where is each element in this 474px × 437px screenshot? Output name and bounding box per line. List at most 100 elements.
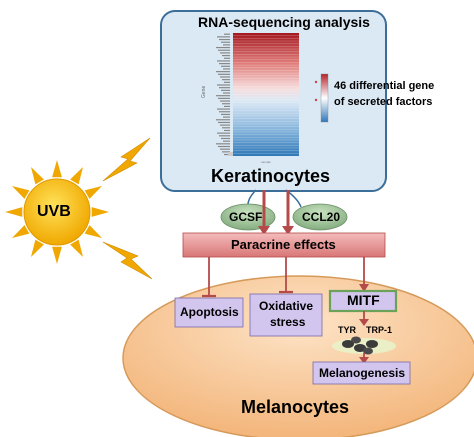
sun-ray [31,239,44,257]
arrowhead [282,226,294,235]
paracrine-label: Paracrine effects [231,237,336,252]
trp1-blob [354,344,366,352]
heatmap-gene-label-stub [224,57,230,59]
heatmap-gene-label-stub [217,132,230,134]
heatmap-gene-label-stub [217,84,230,86]
legend-dot [314,80,318,84]
sun-ray [70,239,83,257]
keratinocytes-label: Keratinocytes [211,166,331,186]
stress-label: stress [270,315,306,329]
heatmap-gene-label-stub [223,140,230,142]
heatmap-gene-label-stub [218,73,230,75]
sun-ray [91,207,109,217]
heatmap-gene-label-stub [216,119,230,121]
sun-ray [12,225,30,238]
heatmap-gene-label-stub [223,116,230,118]
mitf-label: MITF [347,292,380,308]
heatmap-gene-label-stub [219,38,230,41]
arrowhead [359,284,369,292]
rna-seq-title: RNA-sequencing analysis [198,14,370,30]
svg-text:Gene: Gene [201,86,207,98]
heatmap-gene-label-stub [219,63,230,65]
heatmap-gene-label-stub [224,81,230,83]
heatmap-gene-label-stub [218,97,230,99]
heatmap-gene-label-stub [216,46,230,49]
uvb-sun [5,160,109,264]
heatmap-gene-label-stub [217,108,230,110]
heatmap-gene-label-stub [224,105,230,107]
ccl20-label: CCL20 [302,210,341,224]
heatmap-gene-label-stub [218,49,230,51]
heatmap-gene-label-stub [221,137,230,140]
heatmap-gene-label-stub [224,129,230,132]
melanocytes-label: Melanocytes [241,397,350,417]
sun-ray [5,207,23,217]
heatmap-gene-label-stub [218,121,230,124]
heatmap-gene-label-stub [224,33,230,35]
heatmap-gene-label-stub [220,124,230,126]
oxidative-label: Oxidative [259,299,314,313]
heatmap-gene-label-stub [220,100,230,102]
heatmap-caption-line1: 46 differential gene [334,80,435,92]
gcsf-label: GCSF [229,210,263,224]
tyr-label: TYR [338,325,356,335]
arrowhead [258,226,270,235]
heatmap-gene-label-stub [222,151,230,153]
tyr-blob [342,340,354,348]
enzyme-blob [351,336,361,344]
apoptosis-box [174,297,244,328]
heatmap-gene-label-stub [219,135,230,137]
sun-ray [31,167,44,185]
sun-ray [84,186,102,199]
heatmap: sample Gene [201,33,299,164]
ccl20-node [292,203,348,231]
heatmap-gene-label-stub [216,95,230,97]
heatmap-gene-label-stub [223,44,230,46]
heatmap-gene-label-stub [221,89,230,91]
heatmap-gene-label-stub [223,92,230,94]
heatmap-gene-label-stub [221,41,230,43]
heatmap-gene-label-stub [224,153,230,156]
gcsf-node [220,203,276,231]
heatmap-gene-label-stub [217,36,230,38]
paracrine-band [182,232,386,258]
heatmap-gene-label-stub [222,127,230,129]
mitf-box [328,289,398,313]
apoptosis-label: Apoptosis [180,305,239,319]
sun-ray [52,246,62,264]
heatmap-legend [320,73,329,123]
oxidative-stress-box [249,293,323,337]
sun-ray [52,160,62,178]
heatmap-gene-label-stub [222,54,230,57]
sun-ray [12,186,30,199]
melanogenesis-box [312,361,411,385]
heatmap-gene-label-stub [221,65,230,67]
svg-text:sample: sample [261,160,271,164]
heatmap-gene-label-stub [217,60,230,62]
heatmap-gene-label-stub [220,148,230,150]
trp1-label: TRP-1 [366,325,393,335]
heatmap-gene-label-stub [220,76,230,78]
heatmap-gene-label-stub [219,111,230,113]
sun-ray [84,225,102,238]
heatmap-gene-label-stub [221,113,230,116]
arrowhead [359,357,369,364]
heatmap-gene-label-stub [223,68,230,70]
heatmap-gene-label-stub [222,103,230,105]
legend-dot [314,98,318,102]
enzyme-blob [363,347,373,355]
heatmap-caption-line2: of secreted factors [334,96,433,108]
uvb-bolt-lower [102,241,153,280]
sun-ray [70,167,83,185]
heatmap-gene-label-stub [218,145,230,148]
heatmap-gene-label-stub [219,87,230,89]
heatmap-gene-label-stub [222,79,230,81]
enzyme-blob [366,340,378,348]
arrowhead [359,319,369,326]
uvb-label: UVB [37,203,71,220]
heatmap-gene-label-stub [216,71,230,73]
heatmap-gene-label-stub [220,52,230,54]
melanogenesis-label: Melanogenesis [319,366,406,380]
uvb-bolt-upper [102,137,151,182]
